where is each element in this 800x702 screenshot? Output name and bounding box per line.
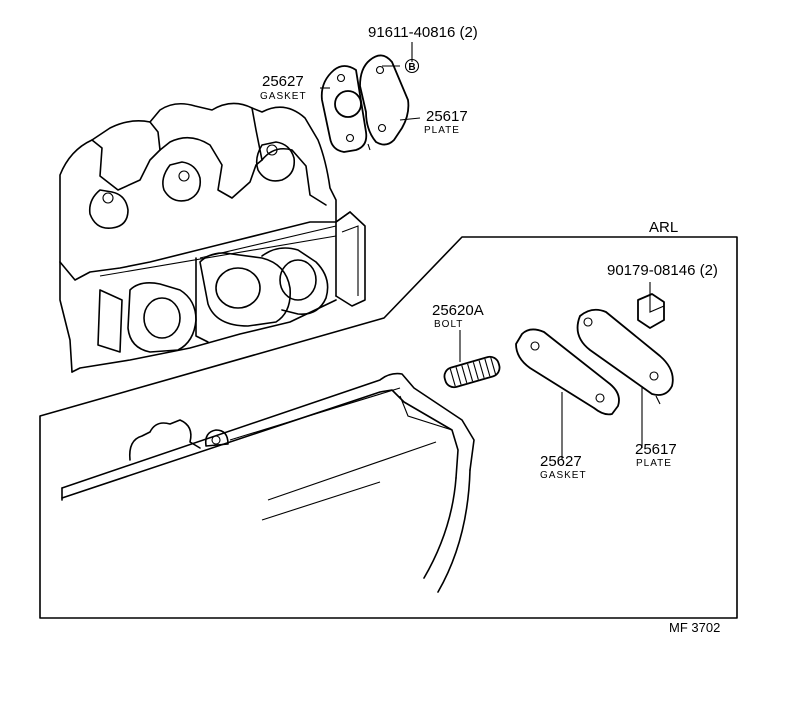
callout-bolt-top-number: 91611-40816 (2) <box>368 24 478 41</box>
plate-top <box>359 54 410 151</box>
callout-bolt-number: 25620A <box>432 302 484 319</box>
callout-plate-arl-label: PLATE <box>636 458 672 469</box>
callout-gasket-top-label: GASKET <box>260 91 307 102</box>
plate-arl <box>576 308 674 405</box>
svg-text:B: B <box>408 62 415 73</box>
manifold-illustration <box>61 372 475 593</box>
stud-bolt <box>443 355 501 389</box>
bolt-symbol: B <box>404 58 420 74</box>
gasket-top <box>320 65 368 153</box>
leader-lines <box>320 42 651 460</box>
arl-box-outline <box>39 236 738 619</box>
callout-nut-number: 90179-08146 (2) <box>607 262 718 279</box>
arl-box-title: ARL <box>649 219 678 236</box>
hex-nut <box>637 293 665 329</box>
callout-gasket-arl-label: GASKET <box>540 470 587 481</box>
gasket-arl <box>515 328 620 416</box>
callout-plate-top-label: PLATE <box>424 125 460 136</box>
callout-gasket-arl-number: 25627 <box>540 453 582 470</box>
callout-plate-arl-number: 25617 <box>635 441 677 458</box>
callout-plate-top-number: 25617 <box>426 108 468 125</box>
figure-code: MF 3702 <box>669 620 720 635</box>
cylinder-head-illustration <box>59 102 366 373</box>
callout-bolt-label: BOLT <box>434 319 463 330</box>
callout-gasket-top-number: 25627 <box>262 73 304 90</box>
